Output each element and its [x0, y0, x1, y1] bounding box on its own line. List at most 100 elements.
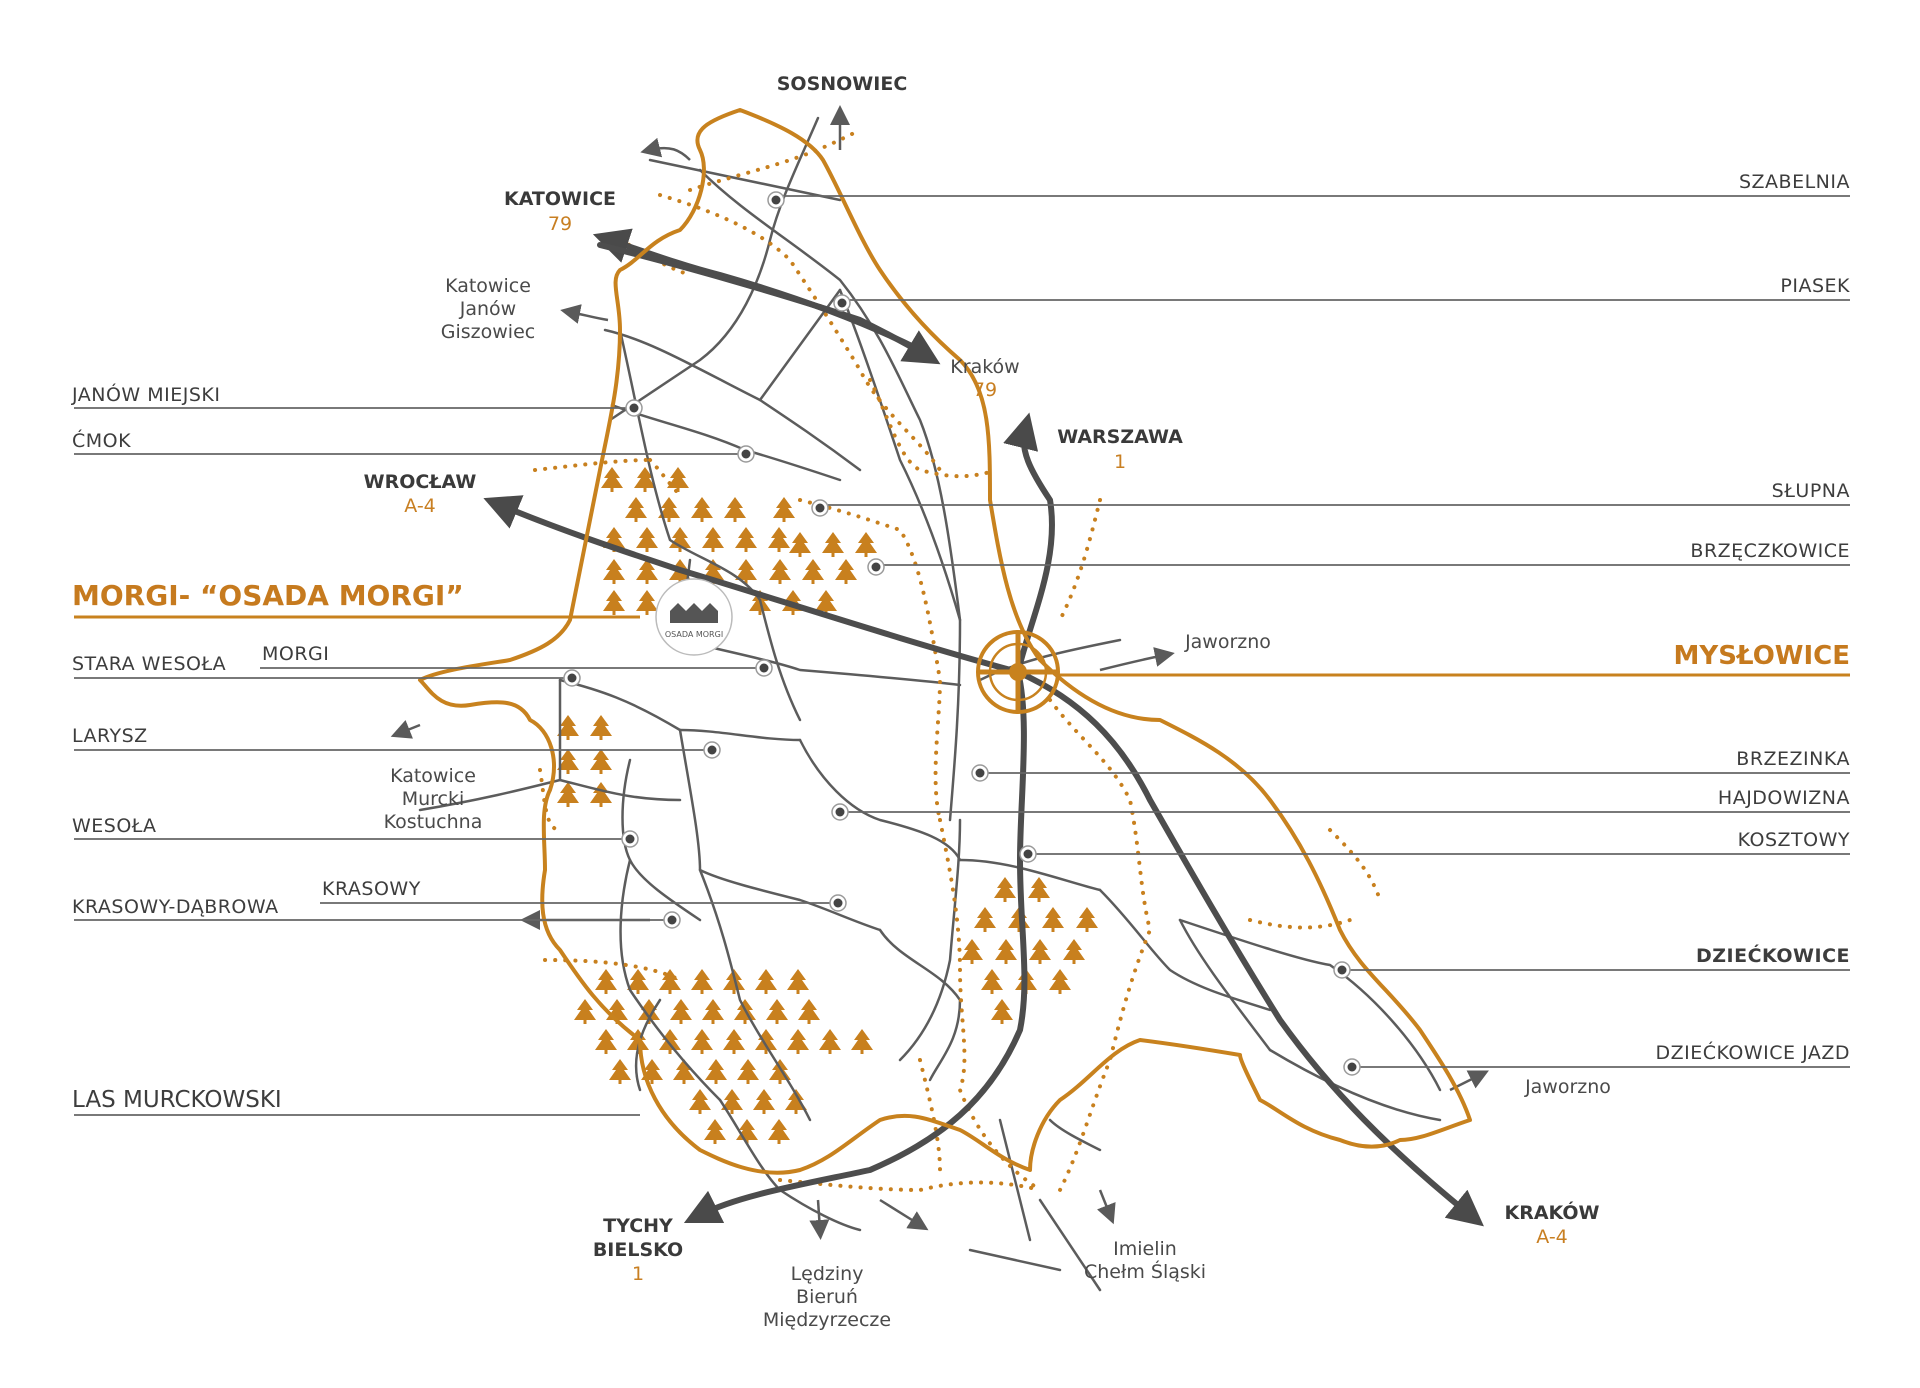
- tree-icon: [574, 999, 596, 1024]
- dir-jaworzno-2: Jaworzno: [1524, 1076, 1611, 1098]
- label-larysz: LARYSZ: [72, 725, 148, 747]
- tree-icon: [691, 969, 713, 994]
- tree-icon: [851, 1029, 873, 1054]
- dir-krakow-a4-road: A-4: [1536, 1226, 1568, 1248]
- tree-icon: [991, 999, 1013, 1024]
- dir-murcki-3: Kostuchna: [384, 811, 483, 833]
- dir-wroclaw: WROCŁAW: [364, 471, 477, 493]
- tree-icon: [603, 559, 625, 584]
- dir-tychy-1: TYCHY: [603, 1215, 673, 1237]
- dir-tychy-road: 1: [632, 1263, 644, 1285]
- tree-icon: [595, 1029, 617, 1054]
- label-hajdowizna: HAJDOWIZNA: [1718, 787, 1850, 809]
- tree-icon: [670, 999, 692, 1024]
- badge-name: OSADA MORGI: [665, 630, 723, 639]
- label-janow-miejski: JANÓW MIEJSKI: [71, 382, 221, 406]
- forest-west: [557, 715, 612, 807]
- label-slupna: SŁUPNA: [1772, 480, 1850, 502]
- tree-icon: [819, 1029, 841, 1054]
- tree-icon: [755, 969, 777, 994]
- tree-icon: [1029, 939, 1051, 964]
- dir-sosnowiec: SOSNOWIEC: [777, 73, 908, 95]
- tree-icon: [994, 877, 1016, 902]
- tree-icon: [603, 590, 625, 615]
- tree-icon: [595, 969, 617, 994]
- tree-icon: [636, 590, 658, 615]
- tree-icon: [691, 497, 713, 522]
- tree-icon: [609, 1059, 631, 1084]
- tree-icon: [735, 527, 757, 552]
- dir-warszawa-road: 1: [1114, 451, 1126, 473]
- dir-ledziny-1: Lędziny: [791, 1263, 864, 1285]
- tree-icon: [1028, 877, 1050, 902]
- tree-icon: [704, 1119, 726, 1144]
- dir-katowice-janow-2: Janów: [459, 298, 516, 320]
- dir-tychy-2: BIELSKO: [593, 1239, 683, 1261]
- tree-icon: [735, 559, 757, 584]
- tree-icon: [1063, 939, 1085, 964]
- tree-icon: [1076, 907, 1098, 932]
- dir-katowice-janow-3: Giszowiec: [441, 321, 535, 343]
- dir-warszawa: WARSZAWA: [1057, 426, 1183, 448]
- label-krasowy-dabrowa: KRASOWY-DĄBROWA: [72, 896, 279, 918]
- tree-icon: [702, 527, 724, 552]
- right-labels: SZABELNIA PIASEK SŁUPNA BRZĘCZKOWICE BRZ…: [1655, 171, 1850, 1064]
- highway-a4-east: [1015, 669, 1484, 1227]
- dir-imielin-1: Imielin: [1113, 1238, 1177, 1260]
- label-wesola: WESOŁA: [72, 815, 156, 837]
- dir-krakow-a4: KRAKÓW: [1504, 1200, 1599, 1224]
- tree-icon: [769, 559, 791, 584]
- dir-katowice: KATOWICE: [504, 188, 616, 210]
- dir-krakow-79: Kraków: [950, 356, 1019, 378]
- left-labels: JANÓW MIEJSKI ĆMOK STARA WESOŁA MORGI LA…: [71, 382, 464, 1113]
- tree-icon: [636, 527, 658, 552]
- tree-icon: [1049, 969, 1071, 994]
- label-brzeczkowice: BRZĘCZKOWICE: [1690, 540, 1850, 562]
- label-myslowice-highlight: MYSŁOWICE: [1674, 641, 1851, 671]
- tree-icon: [798, 999, 820, 1024]
- dir-ledziny-2: Bieruń: [796, 1286, 858, 1308]
- tree-icon: [855, 532, 877, 557]
- tree-icon: [974, 907, 996, 932]
- tree-icon: [981, 969, 1003, 994]
- label-krasowy: KRASOWY: [322, 878, 421, 900]
- label-kosztowy: KOSZTOWY: [1738, 829, 1850, 851]
- tree-icon: [691, 1029, 713, 1054]
- tree-icon: [768, 1119, 790, 1144]
- tree-icon: [590, 749, 612, 774]
- label-brzezinka: BRZEZINKA: [1736, 748, 1850, 770]
- osada-morgi-badge[interactable]: OSADA MORGI: [655, 578, 733, 656]
- tree-icon: [802, 559, 824, 584]
- tree-icon: [723, 1029, 745, 1054]
- label-szabelnia: SZABELNIA: [1739, 171, 1850, 193]
- dir-murcki-2: Murcki: [402, 788, 465, 810]
- tree-icon: [590, 715, 612, 740]
- tree-icon: [773, 497, 795, 522]
- tree-icon: [995, 939, 1017, 964]
- tree-icon: [753, 1089, 775, 1114]
- tree-icon: [590, 782, 612, 807]
- tree-icon: [768, 527, 790, 552]
- houses-icon: [670, 603, 718, 623]
- dir-katowice-janow-1: Katowice: [445, 275, 531, 297]
- label-piasek: PIASEK: [1780, 275, 1850, 297]
- tree-icon: [737, 1059, 759, 1084]
- dir-jaworzno-1: Jaworzno: [1184, 631, 1271, 653]
- label-stara-wesola: STARA WESOŁA: [72, 653, 226, 675]
- tree-icon: [787, 1029, 809, 1054]
- label-morgi: MORGI: [262, 643, 329, 665]
- dir-murcki-1: Katowice: [390, 765, 476, 787]
- highway-79-east: [597, 242, 941, 365]
- label-cmok: ĆMOK: [72, 428, 131, 452]
- tree-icon: [557, 782, 579, 807]
- dir-wroclaw-road: A-4: [404, 495, 436, 517]
- tree-icon: [625, 497, 647, 522]
- tree-icon: [721, 1089, 743, 1114]
- tree-icon: [961, 939, 983, 964]
- dotted-boundaries: [533, 128, 1382, 1193]
- dir-katowice-road: 79: [548, 213, 572, 235]
- tree-icon: [667, 467, 689, 492]
- tree-icon: [705, 1059, 727, 1084]
- tree-icon: [822, 532, 844, 557]
